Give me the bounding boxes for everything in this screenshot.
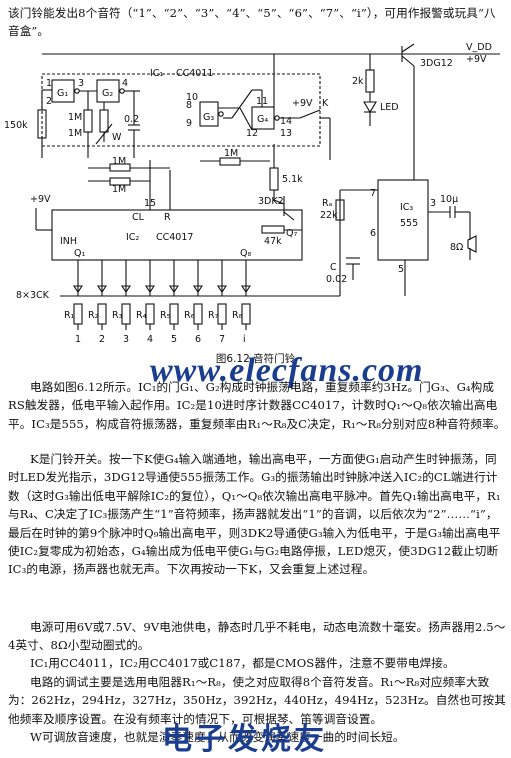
label-r2k: 2k	[352, 76, 364, 87]
ic2-body	[51, 209, 303, 261]
label-note-3: 3	[123, 334, 129, 345]
output-diodes	[60, 260, 320, 330]
label-pin2: 2	[46, 96, 52, 107]
label-r1m-d: 1M	[112, 184, 126, 195]
label-cl: CL	[132, 212, 145, 223]
label-ic3: IC₃	[400, 202, 413, 213]
label-r47k: 47k	[264, 236, 282, 247]
label-pin8: 8	[186, 100, 192, 111]
label-r1m-a: 1M	[68, 112, 82, 123]
paragraph-2: K是门铃开关。按一下K使G₄输入端通地，输出高电平，一方面使G₁启动产生时钟振荡…	[8, 452, 501, 577]
label-pin14: 14	[280, 116, 292, 127]
label-q8: Q₈	[240, 248, 251, 259]
label-r2: R₂	[88, 310, 99, 321]
label-3dk2: 3DK2	[258, 196, 284, 207]
resistor-ra	[335, 199, 345, 221]
label-pin1: 1	[46, 78, 52, 89]
label-note-4: 4	[147, 334, 153, 345]
figure-caption: 图6.12 音符门铃	[215, 353, 296, 365]
paragraph-1: 电路如图6.12所示。IC₁的门G₁、G₂构成时钟振荡电路，重复频率约3Hz。门…	[8, 380, 506, 431]
label-pin15: 15	[144, 198, 156, 209]
label-note-1: 1	[75, 334, 81, 345]
label-r7: R₇	[208, 310, 219, 321]
resistor-1m-b	[99, 109, 109, 133]
label-3dg12: 3DG12	[420, 58, 453, 69]
label-r5: R₅	[160, 310, 171, 321]
label-note-7: 7	[219, 334, 225, 345]
gate-g3	[199, 101, 219, 127]
label-g1: G₁	[57, 88, 68, 99]
label-r150k: 150k	[4, 120, 28, 131]
label-q1: Q₁	[74, 248, 85, 259]
label-note-2: 2	[99, 334, 105, 345]
paragraph-4: IC₁用CC4011，IC₂用CC4017或C187，都是CMOS器件，注意不要…	[30, 656, 455, 670]
label-ic3-pin6: 6	[370, 228, 376, 239]
watermark-cn: 电子发烧友	[162, 722, 327, 757]
label-g4: G₄	[257, 114, 268, 125]
label-ic3-pin5: 5	[398, 264, 404, 275]
label-8x3ck: 8×3CK	[16, 290, 50, 301]
resistor-5.1k	[269, 167, 279, 191]
label-r: R	[164, 212, 171, 223]
label-g2: G₂	[102, 88, 113, 99]
intro-text: 该门铃能发出8个音符（“1”、“2”、“3”、“4”、“5”、“6”、“7”、“…	[8, 6, 496, 39]
label-c10u: 10μ	[440, 194, 458, 205]
label-ic1: IC₁	[150, 68, 163, 79]
label-r6: R₆	[184, 310, 195, 321]
resistor-1m-a	[83, 109, 93, 133]
label-ra: Rₐ	[322, 198, 333, 209]
label-pin3: 3	[78, 78, 84, 89]
label-c: C	[330, 262, 337, 273]
resistor-47k	[261, 225, 285, 234]
label-led: LED	[380, 102, 399, 113]
label-w: W	[112, 132, 122, 143]
resistor-1m-e	[219, 157, 241, 166]
label-plus9v-mid: +9V	[292, 98, 313, 109]
label-pin13: 13	[280, 128, 292, 139]
label-plus9v-left: +9V	[30, 194, 51, 205]
paragraph-6: W可调放音速度，也就是演奏速度，从而改变演奏速度一曲的时间长短。	[30, 730, 405, 744]
label-q7: Q₇	[286, 228, 297, 239]
label-pin9: 9	[186, 118, 192, 129]
label-note-i: i	[243, 334, 246, 345]
label-note-5: 5	[171, 334, 177, 345]
paragraph-5: 电路的调试主要是选用电阻器R₁～R₈，使之对应取得8个音符发音。R₁～R₈对应频…	[8, 675, 506, 726]
label-r8: R₈	[232, 310, 243, 321]
label-plus9v-top: +9V	[466, 54, 487, 65]
label-r1m-c: 1M	[112, 156, 126, 167]
label-vdd: V_DD	[466, 42, 492, 53]
label-note-6: 6	[195, 334, 201, 345]
paragraph-3: 电源可用6V或7.5V、9V电池供电，静态时几乎不耗电，动态电流数十毫安。扬声器…	[8, 620, 506, 653]
label-pin12: 12	[246, 128, 258, 139]
label-r51k: 5.1k	[282, 174, 303, 185]
label-r3: R₃	[112, 310, 123, 321]
ic3-body	[377, 179, 429, 261]
label-g3: G₃	[203, 112, 214, 123]
label-r1m-e: 1M	[224, 148, 238, 159]
label-c002: 0.02	[326, 274, 347, 285]
label-r1: R₁	[64, 310, 75, 321]
label-ic3-pin3: 3	[430, 198, 436, 209]
label-k: K	[322, 98, 329, 109]
label-ic2-part: CC4017	[156, 232, 193, 243]
label-r4: R₄	[136, 310, 147, 321]
label-c02: 0.2	[124, 114, 139, 125]
circuit-schematic: IC₁ CC4011 G₁ G₂ G₃ G₄ 150k 1M 1M 1M 1M …	[4, 42, 500, 345]
label-speaker: 8Ω	[450, 242, 463, 253]
gate-g1	[51, 79, 75, 103]
label-inh: INH	[60, 236, 77, 247]
label-pin10: 10	[186, 92, 198, 103]
label-r1m-b: 1M	[68, 128, 82, 139]
label-ic3-pin7: 7	[370, 188, 376, 199]
label-r22k: 22k	[320, 210, 338, 221]
label-ic3-part: 555	[400, 218, 418, 229]
label-pin11: 11	[256, 96, 268, 107]
label-ic1-part: CC4011	[176, 68, 213, 79]
label-pin4: 4	[122, 78, 128, 89]
gate-g4	[251, 106, 275, 130]
label-ic2: IC₂	[126, 232, 139, 243]
resistor-2k	[365, 69, 375, 93]
